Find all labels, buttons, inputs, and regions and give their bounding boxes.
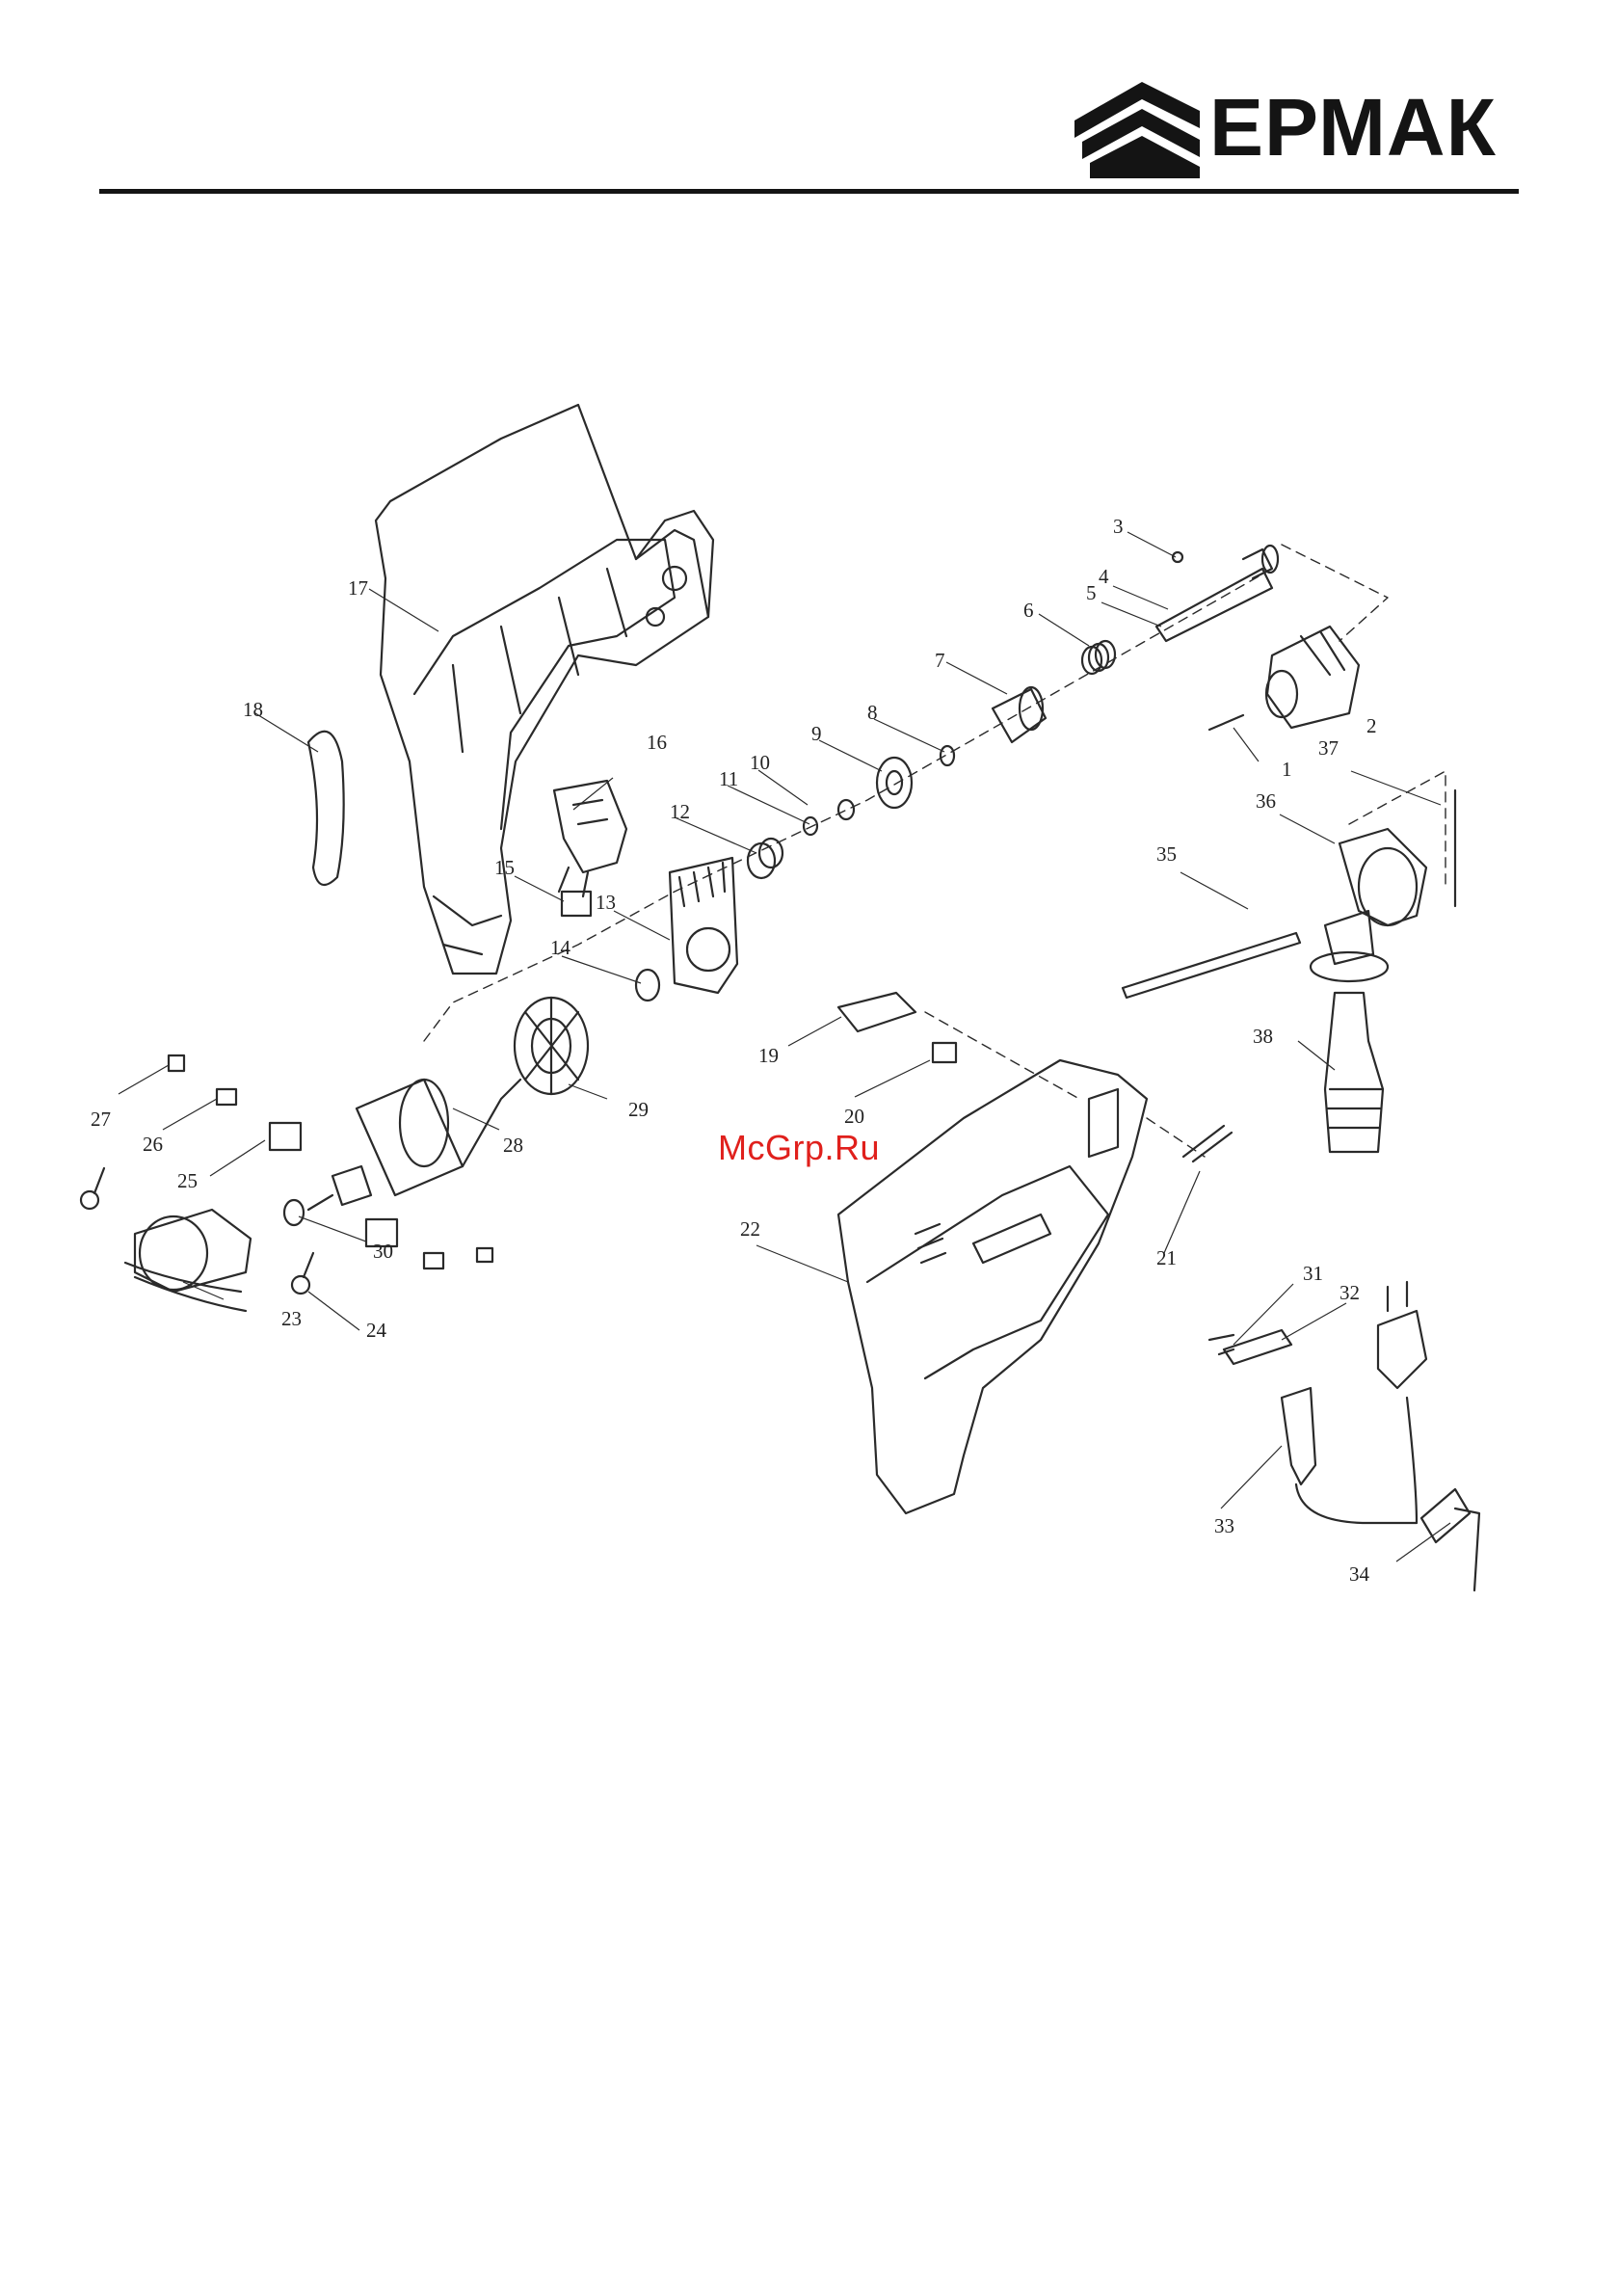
spring-shape (1082, 641, 1115, 674)
callout-16: 16 (647, 731, 667, 754)
callout-23: 23 (281, 1307, 302, 1330)
housing-half-shape (376, 405, 713, 974)
callout-37: 37 (1318, 736, 1339, 760)
capacitor-shape (562, 892, 591, 916)
callout-29: 29 (628, 1098, 649, 1121)
terminal-block-shape (933, 1043, 956, 1062)
small-ring-shape (804, 817, 817, 835)
callout-35: 35 (1156, 842, 1177, 866)
plate-shape (838, 993, 915, 1031)
callout-36: 36 (1256, 789, 1276, 813)
callout-31: 31 (1303, 1262, 1323, 1285)
brush-holder-shape (270, 1123, 301, 1150)
cable-clamp-shape (1209, 1330, 1291, 1364)
rear-bearing-shape (284, 1200, 304, 1225)
callout-27: 27 (91, 1108, 111, 1131)
callout-17: 17 (348, 576, 368, 600)
power-cord-shape (1282, 1282, 1479, 1590)
callout-10: 10 (750, 751, 770, 774)
chuck-screw-shape (1209, 715, 1243, 730)
bearing-shape (636, 970, 659, 1001)
callout-34: 34 (1349, 1562, 1370, 1586)
callout-25: 25 (177, 1169, 198, 1192)
callout-18: 18 (243, 698, 263, 721)
callout-30: 30 (373, 1240, 393, 1263)
callout-22: 22 (740, 1217, 760, 1241)
callout-11: 11 (719, 767, 738, 790)
callout-26: 26 (143, 1133, 163, 1156)
brush-cap-2-shape (477, 1248, 492, 1262)
callout-14: 14 (550, 936, 571, 959)
armature-shape (308, 1080, 520, 1210)
carbon-brush-2-shape (424, 1253, 443, 1268)
callout-13: 13 (596, 891, 616, 914)
callout-33: 33 (1214, 1514, 1234, 1537)
callout-5: 5 (1086, 581, 1097, 604)
housing-cover-shape (838, 1060, 1147, 1513)
callout-6: 6 (1023, 599, 1034, 622)
callout-24: 24 (366, 1319, 387, 1342)
stator-shape (125, 1210, 251, 1311)
sleeve-shape (993, 687, 1046, 742)
carbon-brush-shape (217, 1089, 236, 1105)
callout-3: 3 (1113, 515, 1124, 538)
aux-clamp-shape (1325, 829, 1426, 964)
callout-28: 28 (503, 1134, 523, 1157)
assembly-lines (424, 545, 1446, 1157)
ring-shape (941, 746, 954, 765)
callout-4: 4 (1099, 565, 1109, 588)
callout-19: 19 (758, 1044, 779, 1067)
chuck-shape (1266, 627, 1359, 728)
callout-8: 8 (867, 701, 878, 724)
gear-shape (877, 758, 912, 808)
callout-9: 9 (811, 722, 822, 745)
callout-15: 15 (494, 856, 515, 879)
screw-shape (1173, 552, 1182, 562)
callout-38: 38 (1253, 1025, 1273, 1048)
retaining-ring-shape (838, 800, 854, 819)
watermark-text: McGrp.Ru (718, 1128, 880, 1168)
callout-1: 1 (1282, 758, 1292, 781)
depth-rod-shape (1123, 933, 1300, 998)
callout-12: 12 (670, 800, 690, 823)
housing-screw-shape (1183, 1126, 1232, 1161)
callout-20: 20 (844, 1105, 864, 1128)
leader-lines (119, 532, 1450, 1562)
callout-21: 21 (1156, 1246, 1177, 1269)
brush-cap-shape (169, 1055, 184, 1071)
callout-7: 7 (935, 649, 945, 672)
fan-shape (515, 998, 588, 1094)
grip-insert-shape (308, 732, 344, 885)
aux-handle-shape (1311, 952, 1388, 1152)
bushing-shape (748, 839, 782, 878)
callout-32: 32 (1339, 1281, 1360, 1304)
switch-shape (554, 781, 626, 896)
callout-2: 2 (1366, 714, 1377, 737)
